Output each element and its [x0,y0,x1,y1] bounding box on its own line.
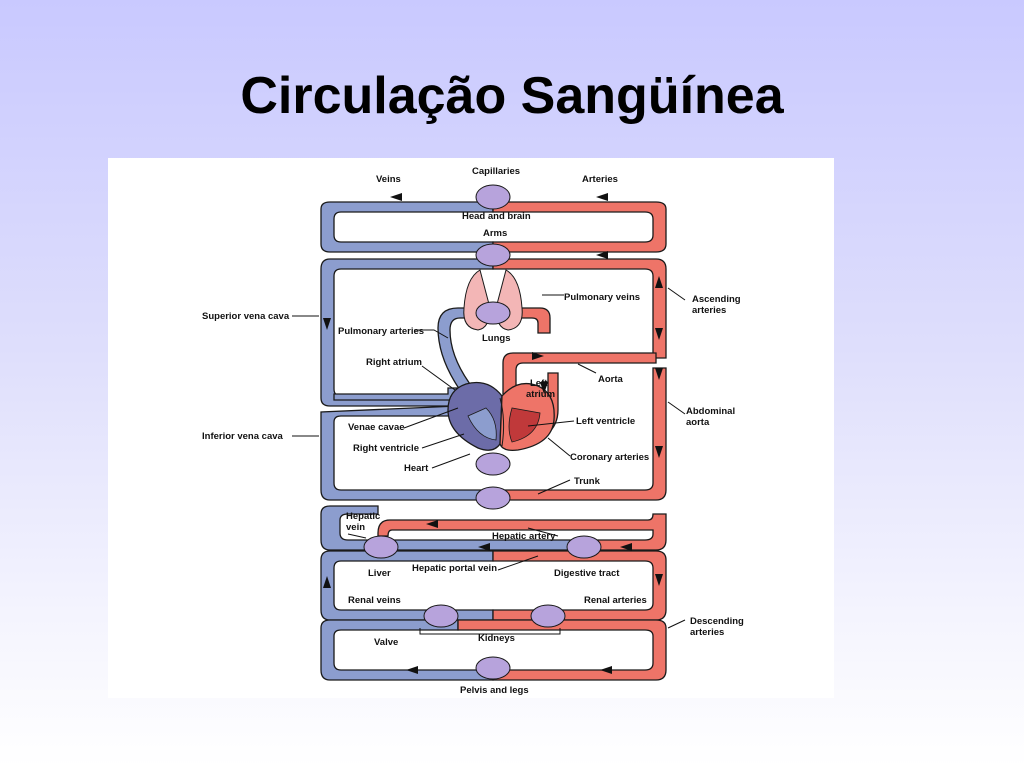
label-inferior-vena-cava: Inferior vena cava [202,431,284,442]
arrow-icon [406,666,418,674]
label-valve: Valve [374,637,398,648]
label-digestive-tract: Digestive tract [554,568,620,579]
right-kidney-capillaries [530,604,566,628]
venae-cavae-vessel [333,387,461,401]
label-venae-cavae: Venae cavae [348,422,405,433]
head-capillaries [475,184,511,210]
arrow-icon [596,193,608,201]
label-arms: Arms [483,228,507,239]
label-hepatic-portal-vein: Hepatic portal vein [412,563,497,574]
label-pulmonary-veins: Pulmonary veins [564,292,640,303]
left-ventricle-chamber [508,407,541,443]
arrow-icon [655,574,663,586]
label-descending-arteries-2: arteries [690,627,724,638]
arrow-icon [390,193,402,201]
arms-capillaries [475,243,511,267]
arrow-icon [323,576,331,588]
heart-septum [499,397,505,447]
arrow-icon [596,251,608,259]
label-veins: Veins [376,174,401,185]
label-abdominal-aorta-2: aorta [686,417,710,428]
arrow-icon [620,543,632,551]
label-left-atrium-1: Left [530,378,548,389]
coronary-capillaries [475,452,511,476]
label-left-ventricle: Left ventricle [576,416,635,427]
digestive-capillaries [566,535,602,559]
label-coronary-arteries: Coronary arteries [570,452,649,463]
hepatic-veins-vessel [320,505,589,551]
label-head-and-brain: Head and brain [462,211,531,222]
label-trunk: Trunk [574,476,601,487]
aorta-vessel [502,352,657,395]
label-right-ventricle: Right ventricle [353,443,419,454]
arrow-icon [600,666,612,674]
label-right-atrium: Right atrium [366,357,422,368]
trunk-capillaries [475,486,511,510]
label-pulmonary-arteries: Pulmonary arteries [338,326,424,337]
renal-veins-vessel [320,550,494,621]
trunk-veins-vessel [320,405,494,501]
label-abdominal-aorta-1: Abdominal [686,406,735,417]
label-lungs: Lungs [482,333,511,344]
head-veins-vessel [320,201,494,253]
label-pelvis-and-legs: Pelvis and legs [460,685,529,696]
legs-capillaries [475,656,511,680]
label-ascending-arteries-2: arteries [692,305,726,316]
label-liver: Liver [368,568,391,579]
label-left-atrium-2: atrium [526,389,555,400]
label-capillaries: Capillaries [472,166,520,177]
heart [447,381,555,452]
leader-lines [292,287,686,635]
arrow-icon [655,446,663,458]
label-hepatic-vein-1: Hepatic [346,511,380,522]
capillary-beds [363,184,602,680]
label-descending-arteries-1: Descending [690,616,744,627]
slide-title: Circulação Sangüínea [240,67,784,125]
arrow-icon [323,318,331,330]
flow-arrows [323,193,663,674]
circulation-diagram: Veins Capillaries Arteries Head and brai… [202,166,744,696]
diagram-labels: Veins Capillaries Arteries Head and brai… [202,166,744,696]
label-superior-vena-cava: Superior vena cava [202,311,290,322]
lung-capillaries [475,301,511,325]
label-aorta: Aorta [598,374,624,385]
label-arteries: Arteries [582,174,618,185]
arrow-icon [532,352,544,360]
right-ventricle-chamber [467,407,497,441]
arrow-icon [540,382,548,394]
circulation-diagram-panel: Veins Capillaries Arteries Head and brai… [108,158,834,698]
trunk-arteries-vessel [492,367,667,501]
renal-arteries-vessel [492,550,667,621]
label-kidneys: Kidneys [478,633,515,644]
arms-veins-vessel [320,258,494,407]
arrow-icon [426,520,438,528]
label-ascending-arteries-1: Ascending [692,294,741,305]
arrow-icon [655,368,663,380]
arrow-icon [655,276,663,288]
label-renal-veins: Renal veins [348,595,401,606]
head-arteries-vessel [492,201,667,253]
label-hepatic-vein-2: vein [346,522,365,533]
legs-veins-vessel [320,619,494,681]
label-renal-arteries: Renal arteries [584,595,647,606]
arrow-icon [655,328,663,340]
liver-capillaries [363,535,399,559]
label-hepatic-artery: Hepatic artery [492,531,556,542]
label-heart: Heart [404,463,429,474]
left-kidney-capillaries [423,604,459,628]
arrow-icon [478,543,490,551]
